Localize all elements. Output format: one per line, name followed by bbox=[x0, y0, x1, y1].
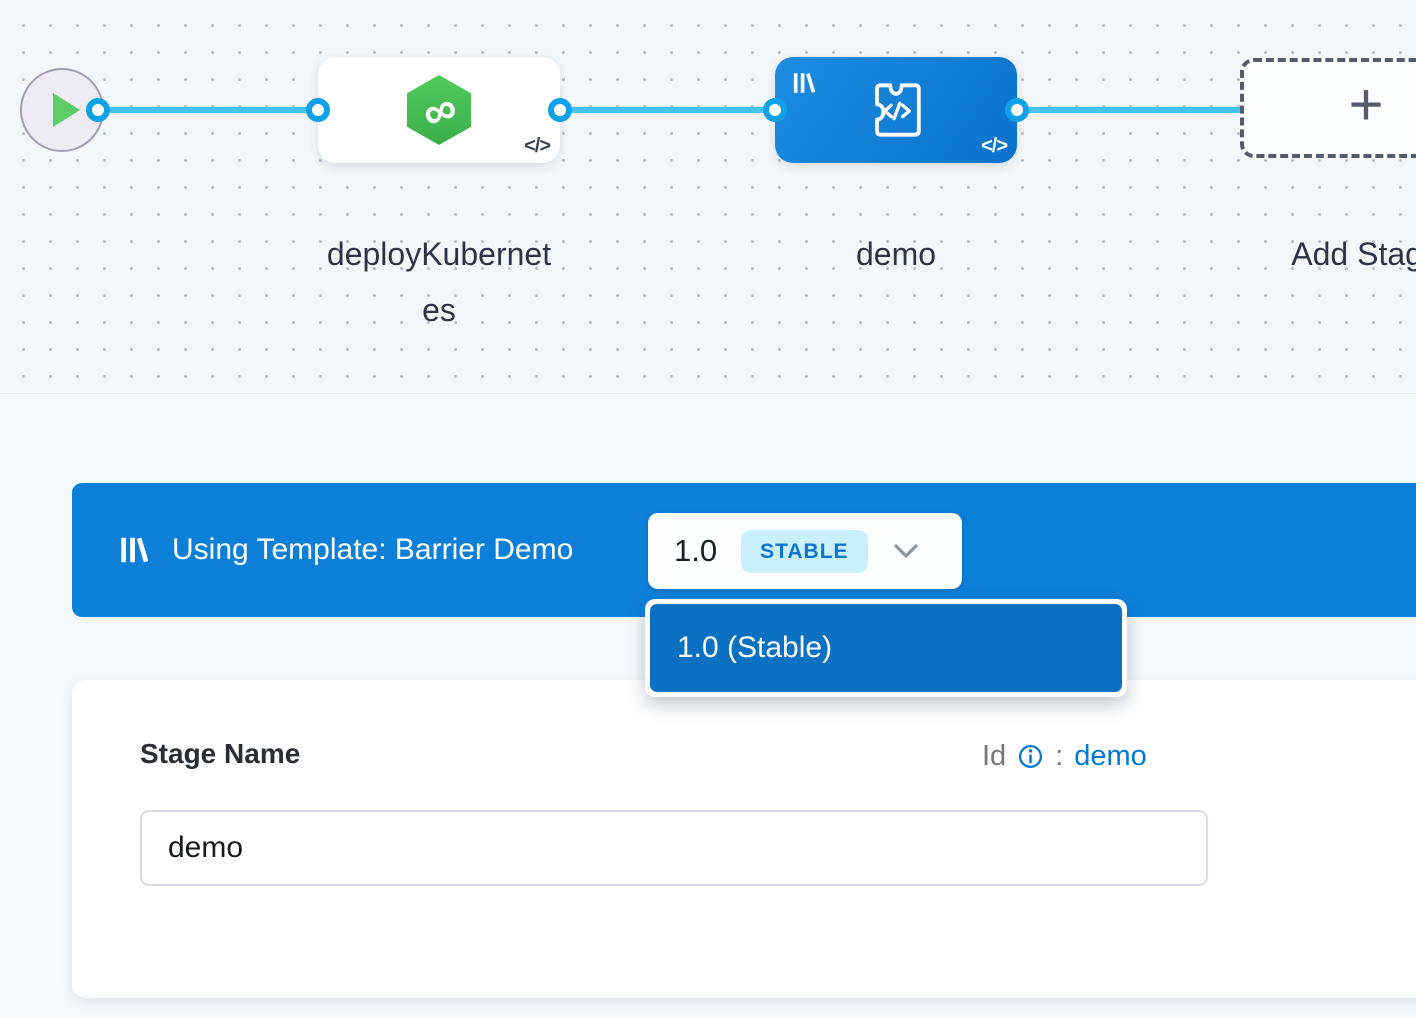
stage-overview-card: Stage Name Id : demo bbox=[72, 680, 1416, 998]
infinity-icon: ∞ bbox=[414, 79, 464, 141]
info-icon[interactable] bbox=[1017, 743, 1044, 770]
id-separator: : bbox=[1055, 740, 1064, 772]
stage-label-deploykubernetes: deployKubernetes bbox=[326, 236, 552, 328]
node-port-left[interactable] bbox=[306, 98, 330, 122]
start-node-port[interactable] bbox=[86, 98, 110, 122]
stage-name-input[interactable] bbox=[140, 810, 1208, 886]
stage-name-label: Stage Name bbox=[140, 738, 301, 769]
edge-deploy-to-demo bbox=[558, 107, 777, 113]
edge-demo-to-add bbox=[1015, 107, 1242, 113]
custom-stage-icon bbox=[875, 83, 921, 137]
node-port-left[interactable] bbox=[763, 98, 787, 122]
stage-label-demo: demo bbox=[855, 236, 937, 272]
add-stage-label: Add Stage bbox=[1291, 236, 1416, 272]
version-option-1-0-stable[interactable]: 1.0 (Stable) bbox=[650, 604, 1122, 692]
stage-node-deploykubernetes[interactable]: ∞ </> bbox=[306, 57, 572, 163]
using-template-label: Using Template: Barrier Demo bbox=[172, 533, 574, 566]
template-library-icon bbox=[793, 73, 816, 93]
stable-badge: STABLE bbox=[741, 529, 868, 573]
code-icon: </> bbox=[524, 135, 551, 157]
chevron-down-icon bbox=[893, 543, 918, 559]
play-icon bbox=[53, 93, 80, 127]
version-dropdown-menu: 1.0 (Stable) bbox=[645, 599, 1127, 697]
template-version-select[interactable]: 1.0 STABLE bbox=[648, 513, 962, 589]
deployment-stage-icon: ∞ bbox=[407, 75, 471, 145]
node-port-right[interactable] bbox=[548, 98, 572, 122]
edge-start-to-deploy bbox=[98, 107, 320, 113]
pipeline-canvas[interactable]: ∞ </> </> + deployKubernetes bbox=[0, 0, 1416, 394]
stage-id-value: demo bbox=[1074, 740, 1147, 772]
template-library-icon bbox=[121, 537, 148, 563]
code-icon: </> bbox=[981, 135, 1008, 157]
node-port-right[interactable] bbox=[1005, 98, 1029, 122]
plus-icon: + bbox=[1348, 71, 1384, 138]
stage-id-row: Id : demo bbox=[982, 740, 1147, 773]
id-label: Id bbox=[982, 740, 1007, 772]
add-stage-button[interactable]: + bbox=[1240, 58, 1416, 158]
version-number: 1.0 bbox=[674, 533, 718, 568]
using-template-banner: Using Template: Barrier Demo 1.0 STABLE bbox=[72, 483, 1416, 617]
stage-node-demo[interactable]: </> bbox=[763, 57, 1029, 163]
